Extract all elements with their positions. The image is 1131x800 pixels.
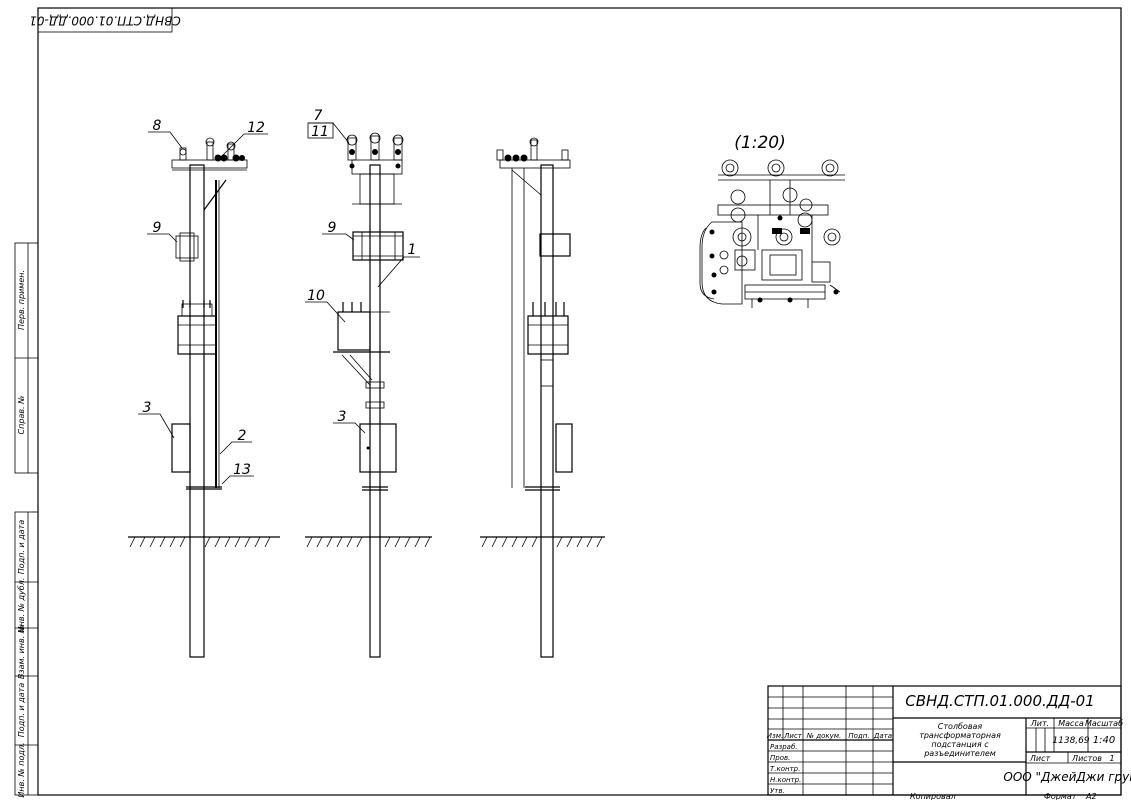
mass-value: 1138,69 <box>1052 736 1089 746</box>
mass-label: Масса <box>1058 719 1084 728</box>
pole-view-side <box>128 137 280 658</box>
pole-view-rear <box>480 137 605 658</box>
col-podp: Подп. <box>848 732 869 740</box>
callout-8: 8 <box>153 118 162 134</box>
callout-11: 11 <box>311 124 329 140</box>
podp-data-label-1: Подп. и дата <box>17 520 26 575</box>
callout-9-left: 9 <box>153 220 162 236</box>
sheet-frame <box>37 7 1122 796</box>
sprav-no-label: Справ. № <box>17 396 26 435</box>
corner-stamp: СВНД.СТП.01.000.ДД-01 <box>29 7 181 33</box>
inv-podl-label: Инв. № подл. <box>17 742 26 797</box>
callout-3-mid: 3 <box>338 409 347 425</box>
vzam-inv-label: Взам. инв. № <box>17 625 26 679</box>
corner-stamp-text: СВНД.СТП.01.000.ДД-01 <box>29 14 181 28</box>
callout-3-left: 3 <box>143 400 152 416</box>
podp-data-label-2: Подп. и дата <box>17 683 26 738</box>
top-view-detail: (1:20) <box>699 133 845 308</box>
col-list: Лист <box>783 732 803 740</box>
role-utv: Утв. <box>770 787 785 795</box>
callout-10: 10 <box>307 288 325 304</box>
col-doc-no: № докум. <box>806 732 842 740</box>
name-line-3: подстанция с <box>931 740 989 749</box>
callout-2: 2 <box>238 428 247 444</box>
role-razrab: Разраб. <box>770 743 798 751</box>
format-value: А2 <box>1085 792 1097 800</box>
callout-1: 1 <box>408 242 417 258</box>
col-izm: Изм. <box>767 732 783 740</box>
scale-value: 1:40 <box>1093 735 1115 746</box>
name-line-2: трансформаторная <box>919 731 1001 740</box>
title-block: СВНД.СТП.01.000.ДД-01 Столбовая трансфор… <box>767 685 1131 796</box>
inv-dubl-label: Инв. № дубл. <box>17 578 26 633</box>
role-tkontr: Т.контр. <box>770 765 800 773</box>
name-line-4: разъединителем <box>923 749 996 758</box>
scale-header: Масштаб <box>1085 719 1123 728</box>
col-data: Дата <box>873 732 892 740</box>
callout-13: 13 <box>233 462 251 478</box>
callout-12: 12 <box>247 120 265 136</box>
sheets-label: Листов <box>1071 754 1102 763</box>
sheets-value: 1 <box>1109 754 1114 763</box>
name-line-1: Столбовая <box>938 722 983 731</box>
organization: ООО "ДжейДжи груп" <box>1003 770 1131 784</box>
format-label: Формат <box>1044 792 1077 800</box>
sheet-label: Лист <box>1029 754 1051 763</box>
role-nkontr: Н.контр. <box>770 776 801 784</box>
callouts: 8 12 9 3 2 13 7 11 9 1 10 3 <box>138 108 420 485</box>
perv-primen-label: Перв. примен. <box>17 270 26 330</box>
callout-9-mid: 9 <box>328 220 337 236</box>
copied-label: Копировал <box>910 792 956 800</box>
callout-7: 7 <box>314 108 323 124</box>
designation: СВНД.СТП.01.000.ДД-01 <box>905 692 1094 710</box>
role-prov: Пров. <box>770 754 790 762</box>
lit-label: Лит. <box>1030 719 1049 728</box>
scale-label: (1:20) <box>734 133 785 153</box>
pole-view-front <box>305 132 432 658</box>
side-strip: Перв. примен. Справ. № Подп. и дата Инв.… <box>14 242 39 798</box>
